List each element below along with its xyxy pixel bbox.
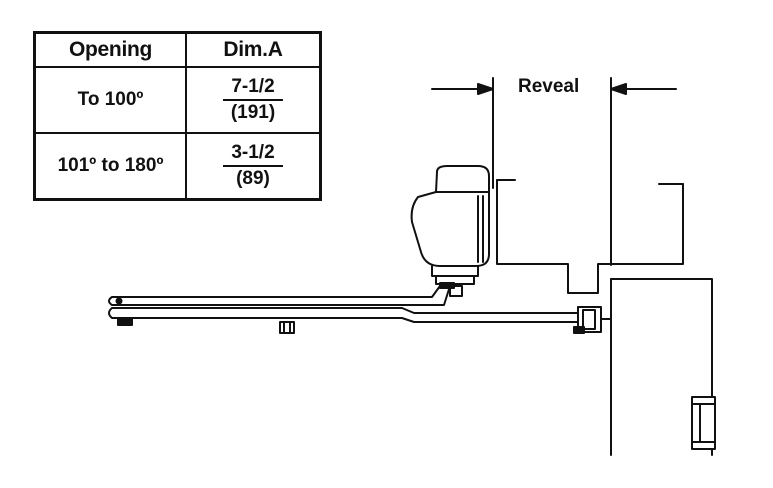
dim-inches: 3-1/2 [223,141,283,167]
dim-millimeters: (89) [236,168,270,189]
dim-millimeters: (191) [230,102,276,123]
closer-body [410,165,490,285]
hinge [691,396,716,450]
reveal-arrow-right [610,83,627,95]
dim-inches: 7-1/2 [222,75,284,101]
table-row: To 100º 7-1/2 (191) [33,66,322,134]
reveal-dimension [431,77,677,266]
table-row: 101º to 180º 3-1/2 (89) [33,132,322,201]
forearm [108,307,579,334]
dim-a-cell: 7-1/2 (191) [185,66,322,134]
table-header-row: Opening Dim.A [33,31,322,68]
opening-dimension-table: Opening Dim.A To 100º 7-1/2 (191) 101º t… [33,31,322,201]
main-arm [108,285,451,306]
frame-stop-profile [496,179,684,294]
dim-a-cell: 3-1/2 (89) [185,132,322,201]
header-dim-a: Dim.A [185,31,322,68]
dim-a-fraction: 7-1/2 (191) [222,75,284,125]
parallel-arm-bracket [573,306,612,334]
reveal-label: Reveal [518,76,580,97]
header-opening: Opening [33,31,187,68]
dim-a-fraction: 3-1/2 (89) [223,141,283,191]
opening-cell: 101º to 180º [33,132,187,201]
opening-cell: To 100º [33,66,187,134]
reveal-arrow-left [477,83,494,95]
